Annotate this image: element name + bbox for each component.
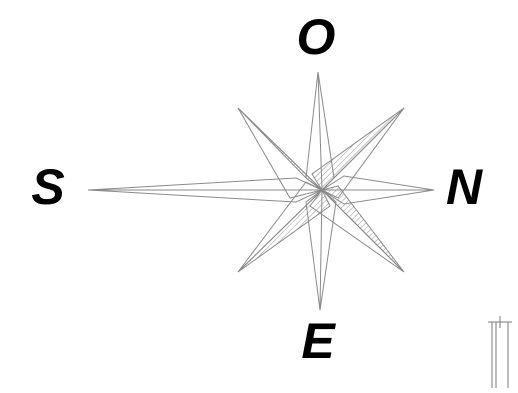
- sw-arm-shaded: [238, 190, 330, 272]
- compass-label-left: S: [18, 162, 78, 212]
- edge-mark: [488, 316, 512, 388]
- compass-label-right: N: [434, 162, 494, 212]
- compass-label-bottom: E: [288, 316, 348, 366]
- ne-arm-light: [322, 108, 404, 198]
- cardinal-star: [88, 72, 434, 310]
- compass-label-top: O: [286, 12, 346, 62]
